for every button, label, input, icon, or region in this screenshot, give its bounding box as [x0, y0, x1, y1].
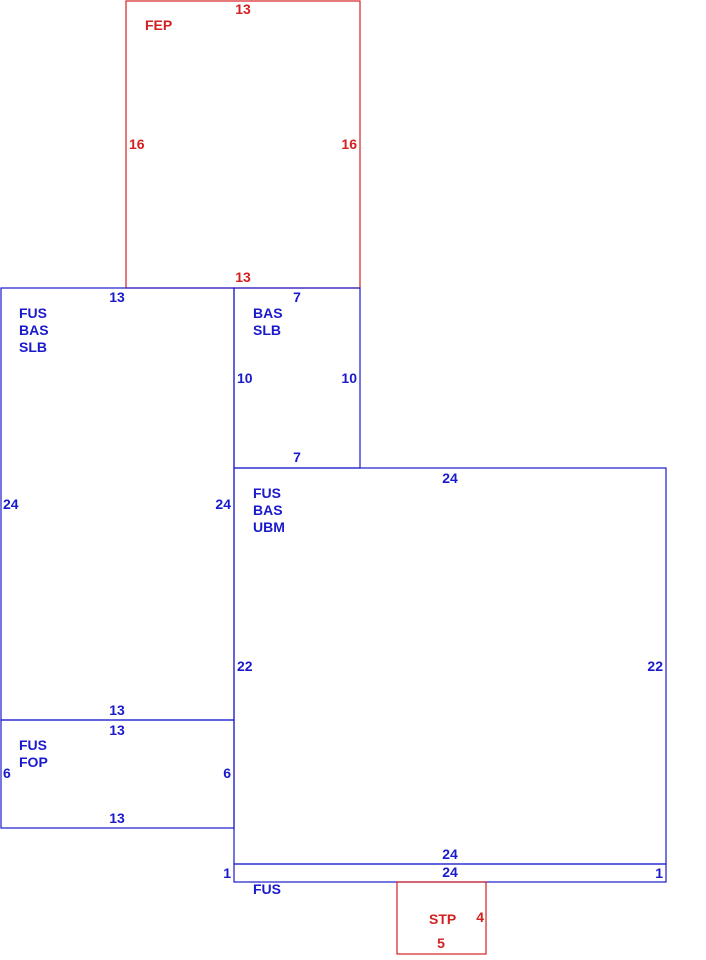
area-stp-outline: [396, 881, 487, 955]
dim-bas-slb-left: 10: [237, 370, 253, 386]
dim-fus-bas-slb-left: 24: [3, 496, 19, 512]
dim-fus-fop-left: 6: [3, 765, 11, 781]
dim-stp-bottom: 5: [437, 935, 445, 951]
dim-fus-bas-ubm-left: 22: [237, 658, 253, 674]
area-fus-fop: FUS FOP 13 13 6 6: [0, 719, 235, 829]
area-fus-bas-slb: FUS BAS SLB 13 13 24 24: [0, 287, 235, 721]
dim-fus-strip-right: 1: [655, 865, 663, 881]
dim-fus-strip-left: 1: [223, 865, 231, 881]
dim-fep-top: 13: [235, 1, 251, 17]
area-code-fop: FOP: [19, 754, 48, 770]
dim-bas-slb-right: 10: [341, 370, 357, 386]
dim-fus-bas-ubm-bottom: 24: [442, 846, 458, 862]
dim-fus-bas-ubm-top: 24: [442, 470, 458, 486]
dim-fus-bas-ubm-right: 22: [647, 658, 663, 674]
area-code-fep: FEP: [145, 17, 172, 33]
area-code-slb: SLB: [19, 339, 47, 355]
area-bas-slb: BAS SLB 7 7 10 10: [233, 287, 361, 469]
dim-fus-fop-bottom: 13: [109, 810, 125, 826]
area-fep-outline: [125, 0, 361, 289]
area-code-bas: BAS: [253, 305, 283, 321]
dim-stp-right: 4: [476, 909, 484, 925]
area-stp: STP 5 4: [396, 881, 487, 955]
area-code-fus: FUS: [253, 485, 281, 501]
area-code-bas: BAS: [19, 322, 49, 338]
dim-fus-fop-top: 13: [109, 722, 125, 738]
dim-bas-slb-bottom: 7: [293, 449, 301, 465]
area-code-stp: STP: [429, 911, 456, 927]
area-fus-strip: FUS 24 1 1: [223, 863, 667, 897]
area-code-fus: FUS: [19, 305, 47, 321]
area-fus-bas-ubm-outline: [233, 467, 667, 865]
dim-fep-right: 16: [341, 136, 357, 152]
area-fep: FEP 13 13 16 16: [125, 0, 361, 289]
area-code-fus: FUS: [253, 881, 281, 897]
dim-fus-bas-slb-top: 13: [109, 289, 125, 305]
dim-fep-bottom: 13: [235, 269, 251, 285]
area-code-ubm: UBM: [253, 519, 285, 535]
dim-fus-bas-slb-bottom: 13: [109, 702, 125, 718]
dim-fep-left: 16: [129, 136, 145, 152]
dim-fus-strip-top: 24: [442, 864, 458, 880]
dim-fus-fop-right: 6: [223, 765, 231, 781]
area-code-fus: FUS: [19, 737, 47, 753]
dim-bas-slb-top: 7: [293, 289, 301, 305]
area-code-bas: BAS: [253, 502, 283, 518]
area-fus-fop-outline: [0, 719, 235, 829]
area-code-slb: SLB: [253, 322, 281, 338]
dim-fus-bas-slb-right: 24: [215, 496, 231, 512]
area-fus-bas-ubm: FUS BAS UBM 24 24 22 22: [233, 467, 667, 865]
